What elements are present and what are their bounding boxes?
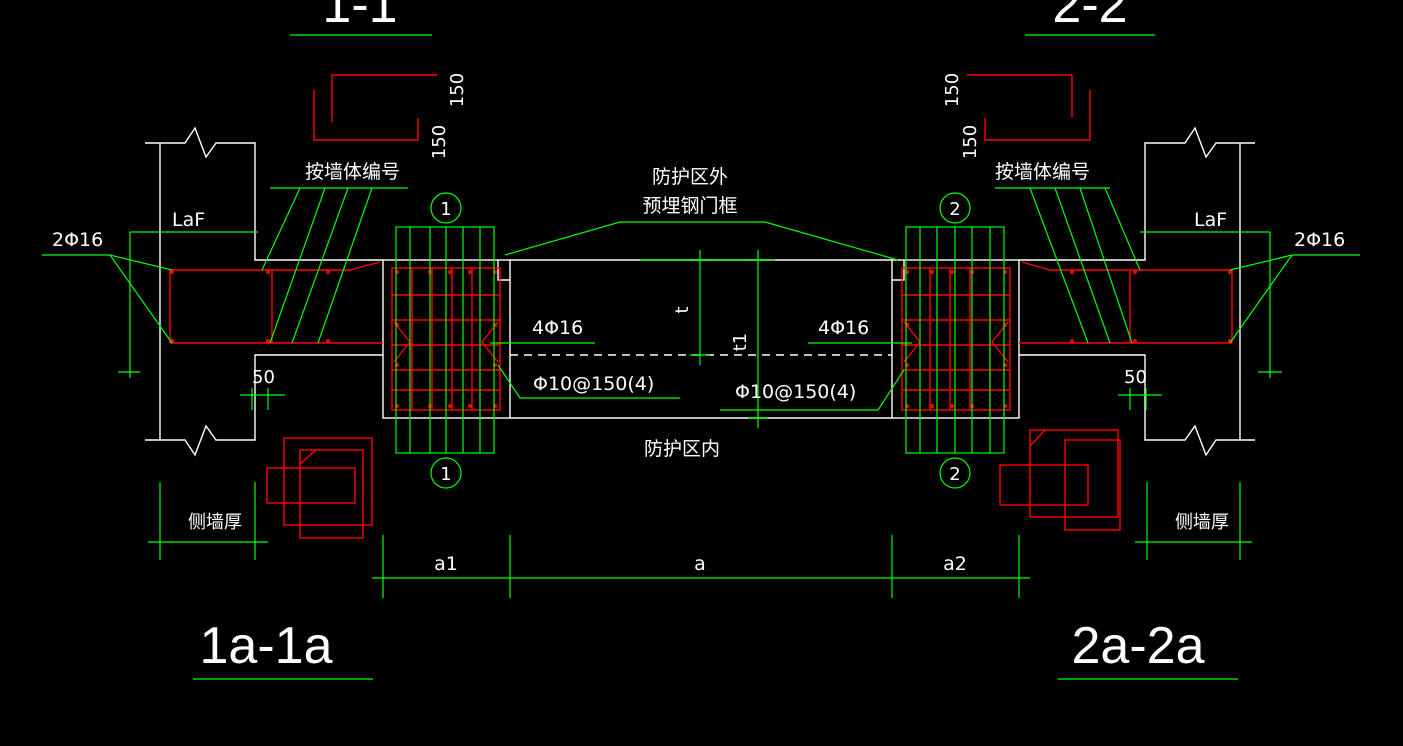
stirrup-shape-right: 150 150 xyxy=(942,73,1091,159)
title-1a-1a: 1a-1a xyxy=(193,617,373,680)
section-marker-right-bottom: 2 xyxy=(939,457,971,489)
dim-150-right-top: 150 xyxy=(942,73,963,107)
section-marker-left-bottom: 1 xyxy=(430,457,462,489)
title-top-left: 1-1 xyxy=(322,0,397,34)
text-labels: 按墙体编号 按墙体编号 防护区外 预埋钢门框 防护区内 LaF LaF 2Φ16… xyxy=(52,161,1345,575)
right-column-rebar xyxy=(901,267,1011,411)
label-laf-left: LaF xyxy=(172,209,205,231)
label-50-right: 50 xyxy=(1124,367,1147,388)
svg-text:1: 1 xyxy=(440,199,451,220)
stirrup-shape-left: 150 150 xyxy=(313,73,468,159)
leader-lines xyxy=(42,187,1360,411)
dim-150-left-top: 150 xyxy=(447,73,468,107)
section-marker-left-top: 1 xyxy=(430,192,462,224)
side-wall-dims xyxy=(148,482,1252,560)
label-2phi16-left: 2Φ16 xyxy=(52,229,103,251)
concrete-outline xyxy=(145,126,1255,457)
title-top-right: 2-2 xyxy=(1052,0,1127,34)
label-embedded-door-frame: 预埋钢门框 xyxy=(642,195,737,217)
label-stirrup-right: Φ10@150(4) xyxy=(735,381,856,403)
label-wall-number-left: 按墙体编号 xyxy=(305,161,400,183)
title-2a-2a: 2a-2a xyxy=(1058,617,1238,680)
label-t: t xyxy=(672,306,693,313)
title-1-1: 1-1 xyxy=(290,0,432,36)
wall-rebar xyxy=(169,261,1233,344)
label-a1: a1 xyxy=(434,553,458,575)
label-t1: t1 xyxy=(730,333,751,352)
label-laf-right: LaF xyxy=(1194,209,1227,231)
corner-detail-right xyxy=(999,429,1121,531)
svg-text:2: 2 xyxy=(949,464,960,485)
label-a: a xyxy=(694,553,706,575)
dim-50-ticks xyxy=(240,388,1162,410)
dim-150-right-bottom: 150 xyxy=(960,125,981,159)
label-side-wall-right: 侧墙厚 xyxy=(1175,512,1229,533)
label-4phi16-right: 4Φ16 xyxy=(818,317,869,339)
bottom-dimension xyxy=(372,535,1030,598)
label-wall-number-right: 按墙体编号 xyxy=(995,161,1090,183)
label-a2: a2 xyxy=(943,553,967,575)
label-protection-inside: 防护区内 xyxy=(644,438,720,460)
label-protection-outside: 防护区外 xyxy=(652,166,728,188)
dim-150-left-bottom: 150 xyxy=(429,125,450,159)
label-50-left: 50 xyxy=(252,367,275,388)
label-2phi16-right: 2Φ16 xyxy=(1294,229,1345,251)
laf-dimensions xyxy=(118,231,1282,378)
corner-detail-left xyxy=(266,437,373,539)
svg-text:1: 1 xyxy=(440,464,451,485)
column-projection-lines xyxy=(395,226,1005,454)
label-stirrup-left: Φ10@150(4) xyxy=(533,373,654,395)
svg-text:2: 2 xyxy=(949,199,960,220)
label-4phi16-left: 4Φ16 xyxy=(532,317,583,339)
thickness-dimensions xyxy=(640,250,775,428)
section-marker-right-top: 2 xyxy=(939,192,971,224)
title-2-2: 2-2 xyxy=(1025,0,1155,36)
label-side-wall-left: 侧墙厚 xyxy=(188,512,242,533)
title-bottom-right: 2a-2a xyxy=(1072,617,1205,675)
title-bottom-left: 1a-1a xyxy=(200,617,333,675)
